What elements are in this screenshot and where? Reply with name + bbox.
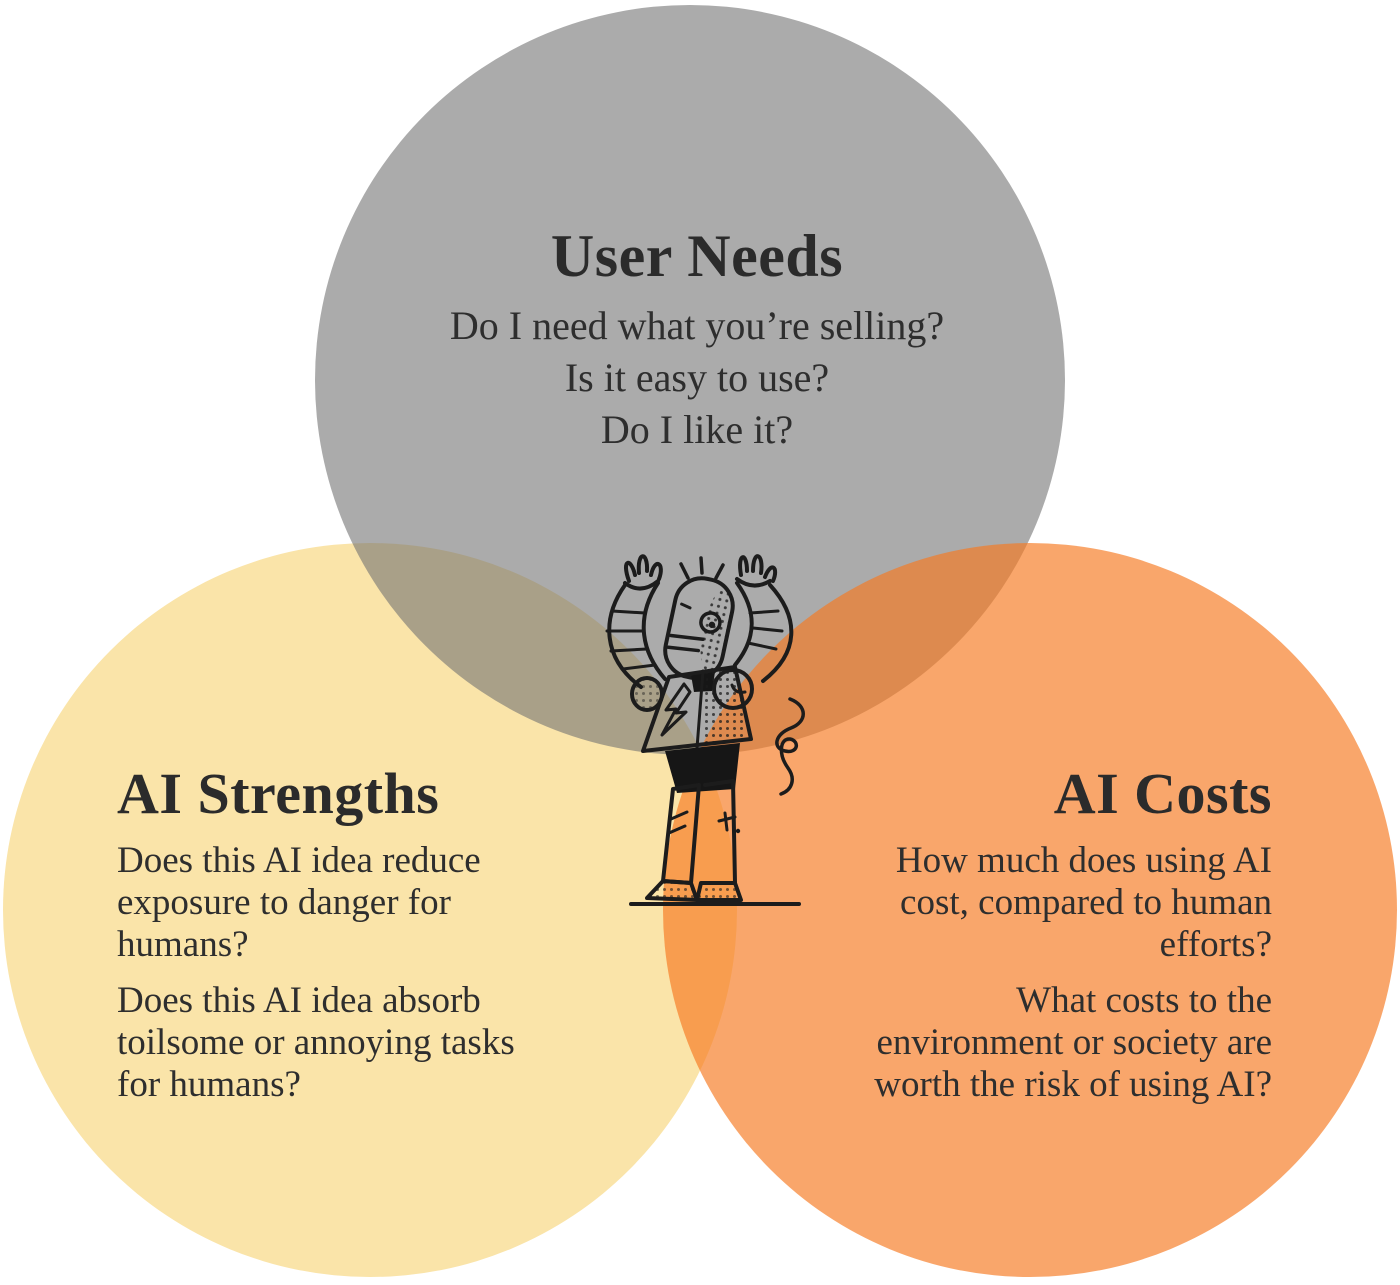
question-line: How much does using AI <box>895 840 1272 881</box>
question-line: cost, compared to human <box>900 882 1272 923</box>
robot-left-arm <box>605 554 667 712</box>
question-line: environment or society are <box>876 1022 1272 1063</box>
ai-costs-question-1: How much does using AI cost, compared to… <box>796 840 1272 966</box>
question-line: What costs to the <box>1016 980 1272 1021</box>
question-line: efforts? <box>1159 924 1272 965</box>
user-needs-question-3: Do I like it? <box>600 407 794 452</box>
robot-head <box>663 576 735 681</box>
surprise-marks-icon <box>679 556 725 580</box>
robot-waist <box>665 743 740 793</box>
robot-torso <box>641 665 753 753</box>
robot-shoulder-joint <box>712 668 754 710</box>
question-line: toilsome or annoying tasks <box>117 1022 515 1063</box>
question-line: Does this AI idea absorb <box>117 980 481 1021</box>
user-needs-title: User Needs <box>550 223 844 289</box>
ai-costs-textblock: AI Costs How much does using AI cost, co… <box>796 762 1272 1106</box>
question-line: exposure to danger for <box>117 882 451 923</box>
ai-costs-question-2: What costs to the environment or society… <box>796 980 1272 1106</box>
ai-costs-title: AI Costs <box>1053 761 1272 826</box>
question-line: for humans? <box>117 1064 301 1105</box>
ai-strengths-title: AI Strengths <box>117 761 440 826</box>
lightning-bolt-icon <box>660 682 692 737</box>
robot-right-arm <box>733 554 794 683</box>
squiggle-icon <box>775 697 805 796</box>
ai-strengths-textblock: AI Strengths Does this AI idea reduce ex… <box>117 762 603 1106</box>
user-needs-textblock: User Needs Do I need what you’re selling… <box>380 224 1014 456</box>
user-needs-question-1: Do I need what you’re selling? <box>449 303 945 348</box>
question-line: Does this AI idea reduce <box>117 840 481 881</box>
question-line: humans? <box>117 924 249 965</box>
panicked-robot-illustration <box>605 554 805 906</box>
question-line: worth the risk of using AI? <box>874 1064 1272 1105</box>
ai-strengths-question-2: Does this AI idea absorb toilsome or ann… <box>117 980 603 1106</box>
robot-legs <box>629 779 801 906</box>
user-needs-question-2: Is it easy to use? <box>564 355 830 400</box>
ai-strengths-question-1: Does this AI idea reduce exposure to dan… <box>117 840 603 966</box>
ai-costs-circle <box>663 543 1397 1277</box>
